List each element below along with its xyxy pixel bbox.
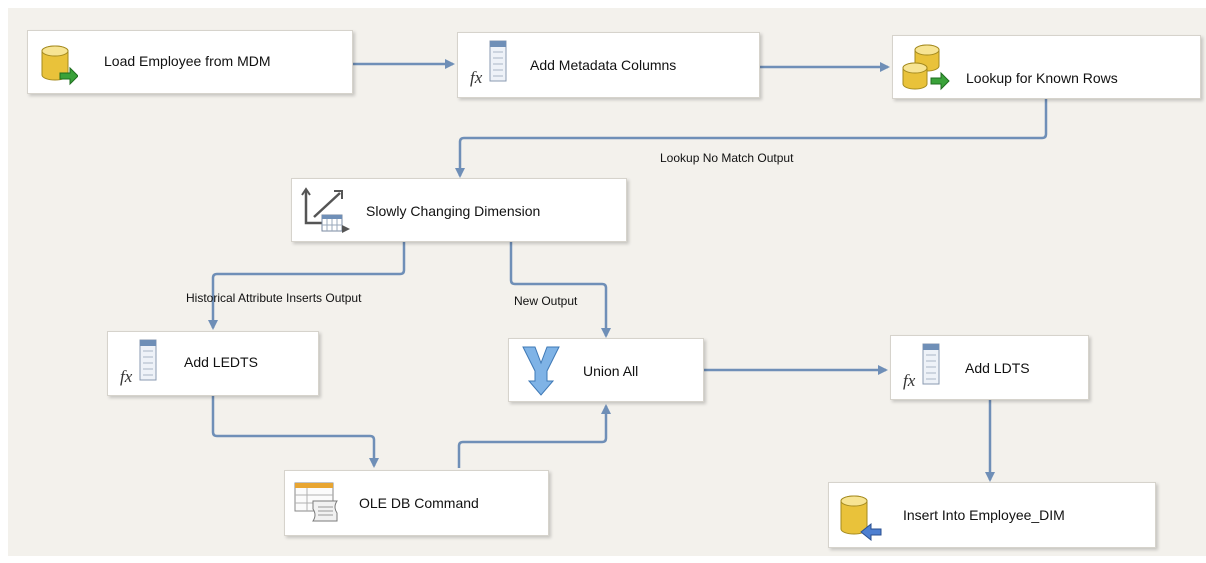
task-union-all[interactable]: Union All — [508, 338, 704, 402]
task-insert-into-employee-dim[interactable]: Insert Into Employee_DIM — [828, 482, 1156, 548]
task-add-ldts[interactable]: fx Add LDTS — [890, 335, 1089, 400]
path-lookup-to-scd[interactable] — [455, 99, 1048, 178]
task-label: Add LDTS — [965, 360, 1030, 376]
task-add-metadata-columns[interactable]: fx Add Metadata Columns — [457, 32, 760, 98]
task-label: Load Employee from MDM — [104, 53, 271, 69]
union-all-icon — [522, 346, 560, 396]
task-label: Add Metadata Columns — [530, 57, 677, 73]
task-add-ledts[interactable]: fx Add LEDTS — [107, 331, 319, 396]
data-flow-connectors — [208, 59, 1048, 482]
svg-text:fx: fx — [120, 367, 133, 386]
path-label-new-output: New Output — [514, 294, 578, 308]
task-lookup-for-known-rows[interactable]: Lookup for Known Rows — [892, 35, 1201, 99]
path-oledb-to-union[interactable] — [457, 404, 611, 468]
task-label: Add LEDTS — [184, 354, 258, 370]
path-ledts-to-oledb[interactable] — [211, 396, 379, 468]
path-scd-to-union[interactable] — [509, 242, 611, 338]
derived-column-icon: fx — [903, 343, 940, 390]
derived-column-icon: fx — [470, 40, 507, 87]
derived-column-icon: fx — [120, 339, 157, 386]
path-label-historical-inserts: Historical Attribute Inserts Output — [186, 291, 362, 305]
task-load-employee-from-mdm[interactable]: Load Employee from MDM — [27, 30, 353, 94]
task-label: Union All — [583, 363, 639, 379]
lookup-icon — [902, 44, 950, 91]
path-label-lookup-no-match: Lookup No Match Output — [660, 151, 794, 165]
slowly-changing-dimension-icon — [301, 187, 350, 233]
svg-text:fx: fx — [903, 371, 916, 390]
database-destination-icon — [840, 495, 882, 541]
ole-db-command-icon — [294, 482, 338, 522]
task-label: Lookup for Known Rows — [966, 70, 1118, 86]
task-ole-db-command[interactable]: OLE DB Command — [284, 470, 549, 536]
data-flow-canvas: Lookup No Match Output Historical Attrib… — [8, 8, 1206, 556]
database-source-icon — [41, 45, 78, 86]
path-scd-to-ledts[interactable] — [208, 242, 406, 330]
svg-text:fx: fx — [470, 68, 483, 87]
task-label: OLE DB Command — [359, 495, 479, 511]
task-label: Insert Into Employee_DIM — [903, 507, 1065, 523]
task-slowly-changing-dimension[interactable]: Slowly Changing Dimension — [291, 178, 627, 242]
task-label: Slowly Changing Dimension — [366, 203, 541, 219]
